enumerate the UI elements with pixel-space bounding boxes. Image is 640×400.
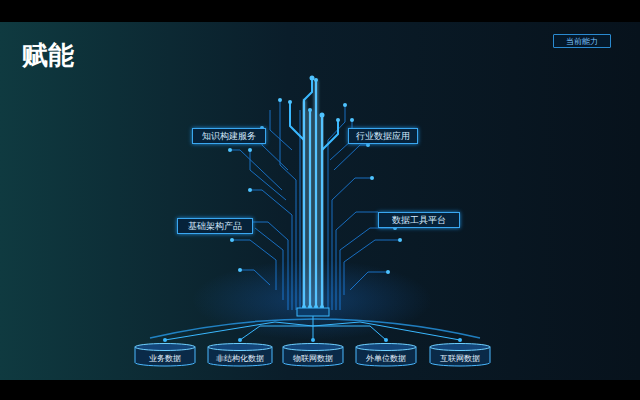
slide-title: 赋能 bbox=[22, 40, 74, 70]
data-cylinder: 外单位数据 bbox=[355, 343, 417, 367]
node-text: 物联网数据 bbox=[293, 353, 333, 364]
node-text: 基础架构产品 bbox=[188, 220, 242, 233]
node-text: 互联网数据 bbox=[440, 353, 480, 364]
node-text: 行业数据应用 bbox=[356, 130, 410, 143]
node-text: 知识构建服务 bbox=[202, 130, 256, 143]
capability-label: 基础架构产品 bbox=[177, 218, 253, 234]
capability-label: 知识构建服务 bbox=[192, 128, 266, 144]
data-cylinder: 互联网数据 bbox=[429, 343, 491, 367]
data-cylinder: 非结构化数据 bbox=[207, 343, 273, 367]
capability-label: 行业数据应用 bbox=[348, 128, 418, 144]
data-cylinder: 物联网数据 bbox=[282, 343, 344, 367]
tab-button: 当前能力 bbox=[553, 34, 611, 48]
data-cylinder: 业务数据 bbox=[134, 343, 196, 367]
node-text: 业务数据 bbox=[149, 353, 181, 364]
node-text: 数据工具平台 bbox=[392, 214, 446, 227]
node-text: 外单位数据 bbox=[366, 353, 406, 364]
node-text: 非结构化数据 bbox=[216, 353, 264, 364]
node-text: 当前能力 bbox=[566, 36, 598, 47]
capability-label: 数据工具平台 bbox=[378, 212, 460, 228]
